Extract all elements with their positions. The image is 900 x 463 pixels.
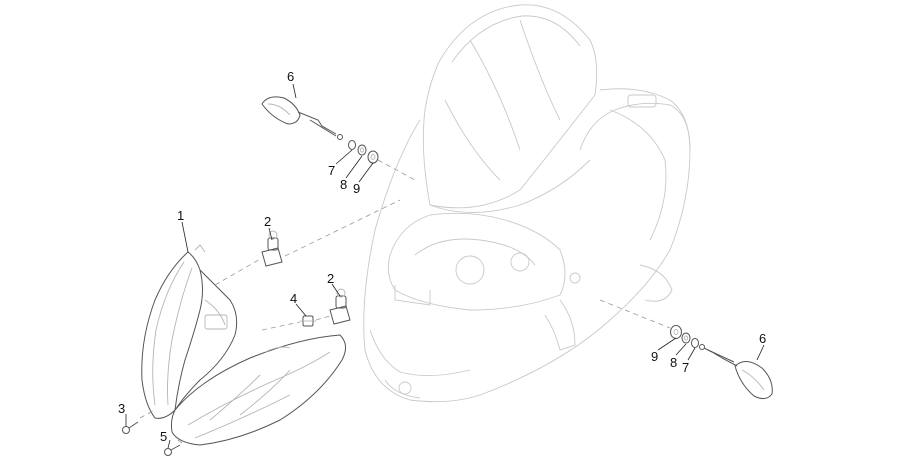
washer-7-left [348, 140, 356, 150]
nut-9-left [367, 150, 379, 164]
callout-8-left: 8 [340, 177, 347, 192]
nut-9-right [670, 325, 682, 339]
washer-8-left [357, 144, 367, 156]
washer-8-right [681, 332, 691, 344]
callout-9-left: 9 [353, 181, 360, 196]
callout-9-right: 9 [651, 349, 658, 364]
callout-labels: 1 2 2 3 4 5 6 6 7 7 8 8 9 9 [118, 69, 766, 444]
bulb-lower [329, 288, 351, 325]
washer-7-right [691, 338, 699, 348]
assembly-lines [139, 159, 671, 444]
callout-8-right: 8 [670, 355, 677, 370]
callout-1: 1 [177, 208, 184, 223]
bulb-upper [261, 230, 283, 267]
callout-3: 3 [118, 401, 125, 416]
turn-indicator-right [699, 344, 773, 400]
callout-leaders [125, 83, 765, 449]
front-shield-body [363, 4, 691, 403]
turn-indicator-left [261, 96, 343, 140]
callout-2-lower: 2 [327, 271, 334, 286]
callout-7-left: 7 [328, 163, 335, 178]
callout-2-upper: 2 [264, 214, 271, 229]
bulb-holder [300, 315, 316, 327]
callout-6-right: 6 [759, 331, 766, 346]
screw-5 [164, 444, 181, 456]
callout-7-right: 7 [682, 360, 689, 375]
callout-5: 5 [160, 429, 167, 444]
screw-3 [122, 421, 139, 434]
headlamp-housing [141, 244, 346, 446]
callout-4: 4 [290, 291, 297, 306]
callout-6-left: 6 [287, 69, 294, 84]
